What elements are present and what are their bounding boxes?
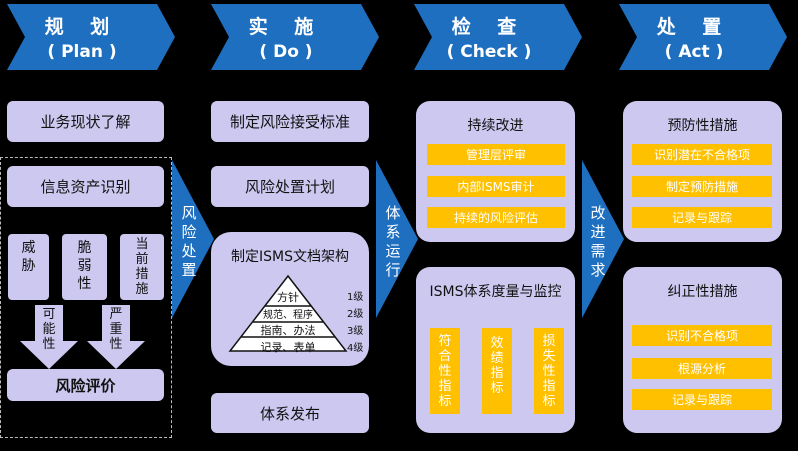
plan-current-measures-box: 当 前 措 施 bbox=[120, 234, 164, 300]
header-subtitle: ( Do ) bbox=[259, 42, 313, 62]
header-subtitle: ( Plan ) bbox=[47, 42, 117, 62]
header-subtitle: ( Check ) bbox=[446, 42, 532, 62]
act-identify-potential-nonconformity: 识别潜在不合格项 bbox=[632, 144, 772, 165]
check-performance-indicator: 效 绩 指 标 bbox=[482, 328, 512, 414]
pyramid-level-policy: 方针 bbox=[277, 291, 299, 304]
arrow-system-operation-label: 体 系 运 行 bbox=[385, 204, 401, 279]
act-formulate-preventive-measures: 制定预防措施 bbox=[632, 176, 772, 197]
check-risk-assessment: 持续的风险评估 bbox=[427, 207, 565, 228]
check-internal-audit: 内部ISMS审计 bbox=[427, 176, 565, 197]
do-system-release-box: 体系发布 bbox=[211, 393, 369, 433]
plan-arrow-severity-label: 严 重 性 bbox=[109, 307, 123, 352]
pyramid-level-procedures: 规范、程序 bbox=[263, 310, 313, 321]
plan-dashed-group bbox=[0, 157, 172, 438]
header-subtitle: ( Act ) bbox=[664, 42, 724, 62]
level-1-label: 1级 bbox=[347, 292, 364, 303]
arrow-improvement-needs-label: 改 进 需 求 bbox=[590, 204, 606, 279]
check-management-review: 管理层评审 bbox=[427, 144, 565, 165]
check-loss-indicator: 损 失 性 指 标 bbox=[534, 328, 564, 414]
plan-threat-box: 威 胁 bbox=[8, 234, 49, 300]
arrow-improvement-needs bbox=[582, 160, 624, 318]
arrow-risk-treatment-label: 风 险 处 置 bbox=[181, 204, 197, 279]
level-3-label: 3级 bbox=[347, 326, 364, 337]
act-corrective-title: 纠正性措施 bbox=[667, 284, 738, 300]
level-4-label: 4级 bbox=[347, 343, 364, 354]
arrow-system-operation bbox=[376, 160, 418, 318]
do-risk-criteria-box: 制定风险接受标准 bbox=[211, 101, 369, 142]
plan-arrow-likelihood-label: 可 能 性 bbox=[42, 307, 56, 352]
act-preventive-record-tracking: 记录与跟踪 bbox=[632, 207, 772, 228]
pyramid-level-guidelines: 指南、办法 bbox=[260, 324, 316, 337]
act-preventive-title: 预防性措施 bbox=[667, 118, 738, 134]
do-treatment-plan-box: 风险处置计划 bbox=[211, 166, 369, 207]
pyramid-level-records: 记录、表单 bbox=[260, 341, 316, 354]
check-continuous-improvement-title: 持续改进 bbox=[467, 118, 524, 134]
plan-business-status-box: 业务现状了解 bbox=[7, 101, 164, 142]
plan-risk-evaluation-box: 风险评价 bbox=[7, 369, 164, 401]
header-title: 规 划 bbox=[44, 16, 120, 38]
header-title: 处 置 bbox=[656, 16, 732, 38]
check-compliance-indicator: 符 合 性 指 标 bbox=[430, 328, 460, 414]
arrow-risk-treatment bbox=[172, 160, 214, 318]
level-2-label: 2级 bbox=[347, 309, 364, 320]
check-measurement-title: ISMS体系度量与监控 bbox=[429, 284, 562, 300]
plan-arrow-severity bbox=[87, 305, 145, 369]
do-isms-architecture-title: 制定ISMS文档架构 bbox=[231, 249, 349, 265]
plan-vulnerability-box: 脆 弱 性 bbox=[62, 234, 107, 300]
act-root-cause-analysis: 根源分析 bbox=[632, 358, 772, 379]
header-title: 实 施 bbox=[248, 16, 324, 38]
act-corrective-record-tracking: 记录与跟踪 bbox=[632, 389, 772, 410]
plan-arrow-likelihood bbox=[20, 305, 78, 369]
do-document-pyramid bbox=[228, 274, 348, 352]
header-title: 检 查 bbox=[451, 16, 527, 38]
plan-asset-identification-box: 信息资产识别 bbox=[7, 166, 164, 207]
act-identify-nonconformity: 识别不合格项 bbox=[632, 325, 772, 346]
